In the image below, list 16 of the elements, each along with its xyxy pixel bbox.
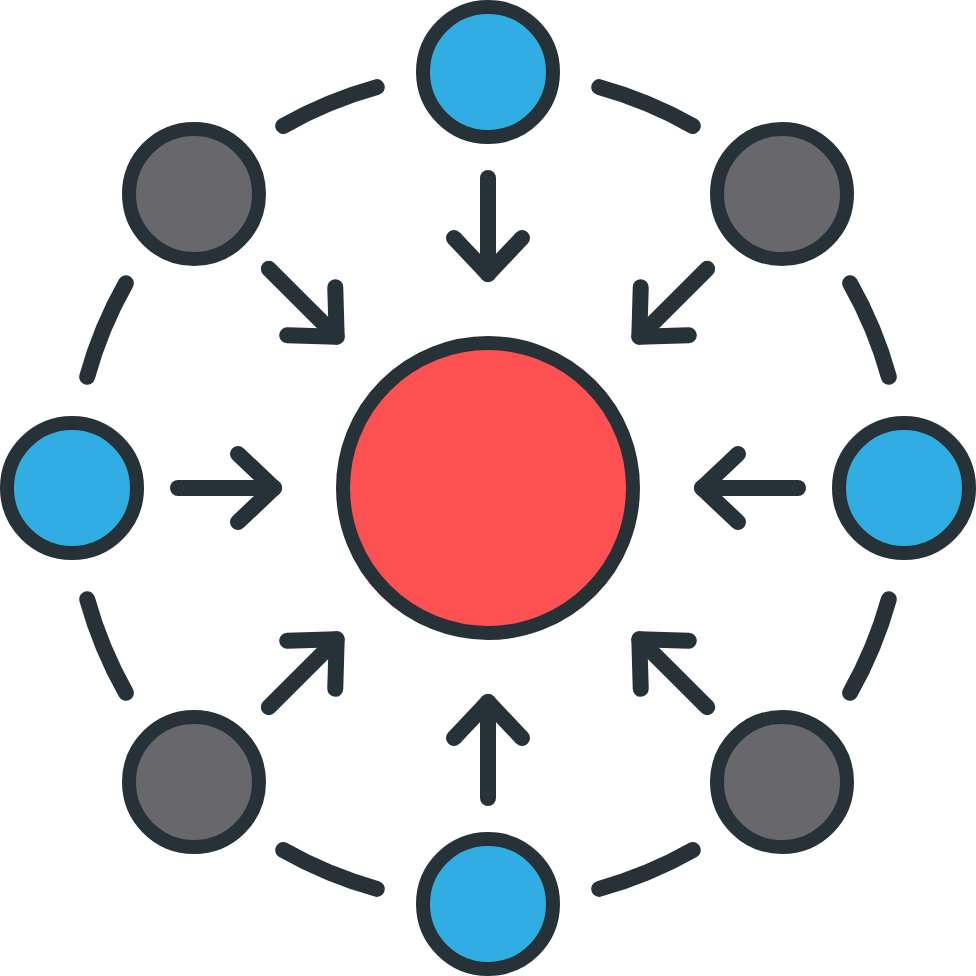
arrow — [631, 260, 716, 345]
arrow — [170, 446, 282, 530]
arrow — [446, 170, 530, 282]
ring-arc — [591, 842, 701, 897]
ring-arc — [79, 591, 134, 701]
ring-arc — [275, 79, 385, 134]
ring-arc — [842, 275, 897, 385]
arrow — [631, 631, 716, 716]
arrow — [694, 446, 806, 530]
arrow — [446, 694, 530, 806]
arrow — [260, 631, 345, 716]
arrow — [260, 260, 345, 345]
ring-arc — [842, 591, 897, 701]
ring-arc — [591, 79, 701, 134]
ring-arc — [79, 275, 134, 385]
ring-arc — [275, 842, 385, 897]
